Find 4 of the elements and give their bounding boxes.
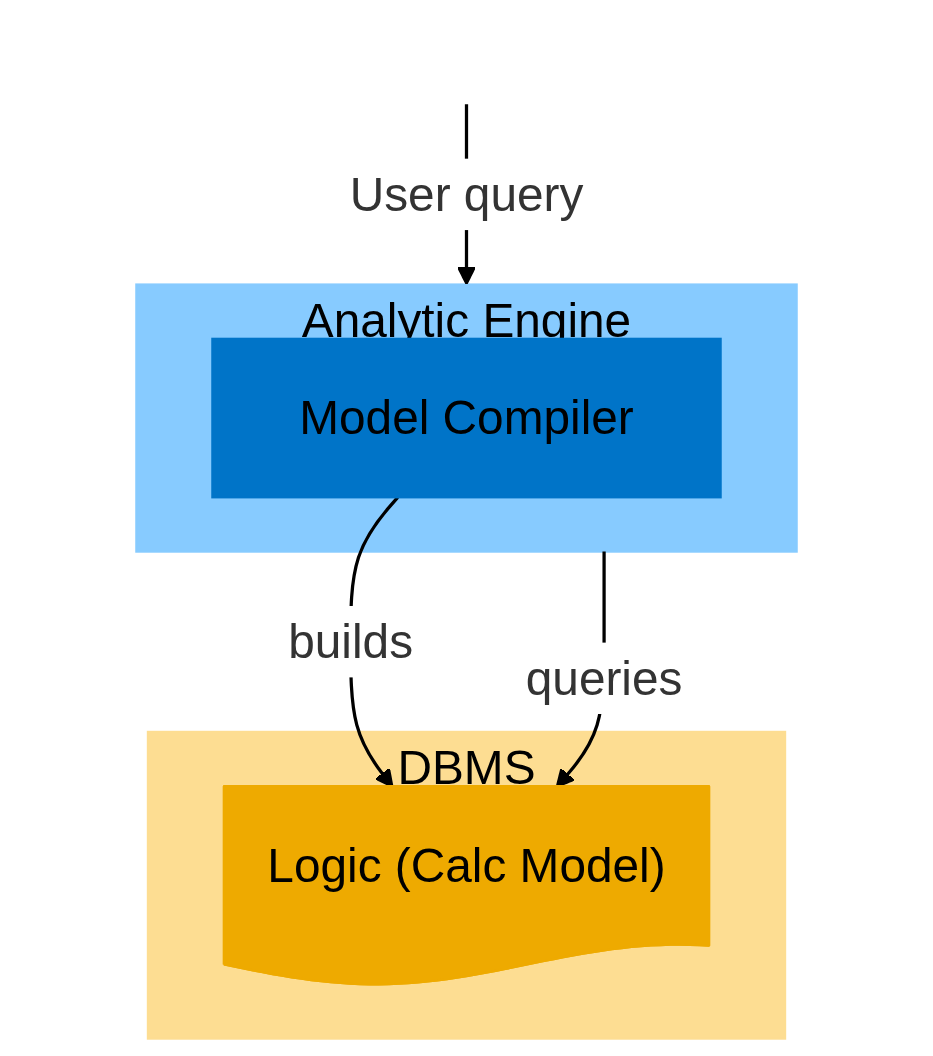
edge-label: User query [349, 167, 584, 222]
node-box: Model Compiler [211, 337, 722, 499]
edge-label: builds [288, 614, 414, 669]
edge-label: queries [525, 651, 683, 706]
